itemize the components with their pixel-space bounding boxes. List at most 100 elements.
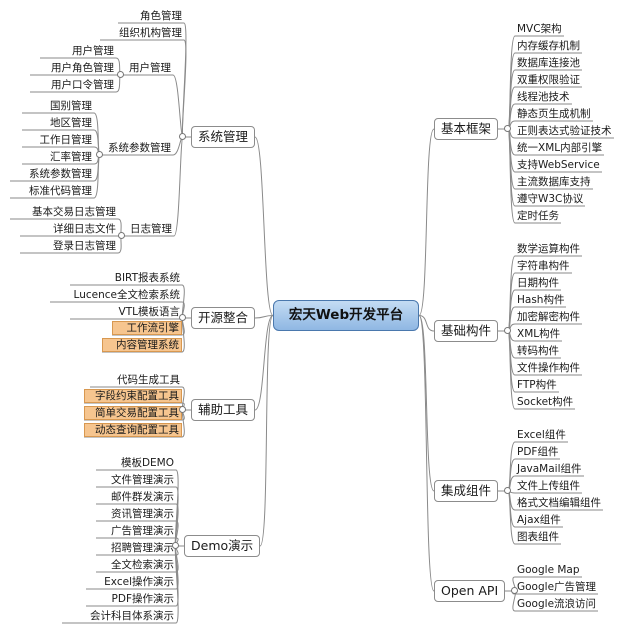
branch-junction xyxy=(179,314,186,321)
leaf-file-demo[interactable]: 文件管理演示 xyxy=(111,474,174,486)
leaf-template-demo[interactable]: 模板DEMO xyxy=(120,457,174,469)
leaf-xml[interactable]: XML构件 xyxy=(517,328,561,340)
branch-junction xyxy=(504,327,511,334)
leaf-date[interactable]: 日期构件 xyxy=(517,277,559,289)
leaf-org-admin[interactable]: 组织机构管理 xyxy=(119,27,182,39)
branch-junction xyxy=(117,71,124,78)
leaf-google-map[interactable]: Google Map xyxy=(517,564,580,576)
leaf-simple-tx[interactable]: 简单交易配置工具 xyxy=(84,406,182,420)
branch-junction xyxy=(96,151,103,158)
group-sys-params[interactable]: 系统参数管理 xyxy=(108,142,171,154)
leaf-doc-editor[interactable]: 格式文档编辑组件 xyxy=(517,497,601,509)
branch-integration[interactable]: 集成组件 xyxy=(434,480,499,502)
leaf-dynamic-query[interactable]: 动态查询配置工具 xyxy=(84,423,182,437)
leaf-socket[interactable]: Socket构件 xyxy=(517,396,574,408)
leaf-webservice[interactable]: 支持WebService xyxy=(517,159,600,171)
leaf-basic-tx-log[interactable]: 基本交易日志管理 xyxy=(32,206,116,218)
root-node[interactable]: 宏天Web开发平台 xyxy=(273,300,419,331)
connector xyxy=(100,39,187,138)
leaf-ftp[interactable]: FTP构件 xyxy=(517,379,557,391)
leaf-user-password-admin[interactable]: 用户口令管理 xyxy=(51,79,114,91)
branch-junction xyxy=(504,125,511,132)
leaf-regex[interactable]: 正则表达式验证技术 xyxy=(517,125,612,137)
leaf-codegen[interactable]: 代码生成工具 xyxy=(117,374,180,386)
leaf-detail-log[interactable]: 详细日志文件 xyxy=(53,223,116,235)
leaf-accounting-demo[interactable]: 会计科目体系演示 xyxy=(90,610,174,622)
leaf-hash[interactable]: Hash构件 xyxy=(517,294,565,306)
leaf-dual-auth[interactable]: 双重权限验证 xyxy=(517,74,580,86)
connector xyxy=(128,136,184,237)
leaf-file-ops[interactable]: 文件操作构件 xyxy=(517,362,580,374)
leaf-workflow-engine[interactable]: 工作流引擎 xyxy=(112,321,182,335)
leaf-workday-admin[interactable]: 工作日管理 xyxy=(39,134,93,146)
connector xyxy=(254,136,274,316)
connector xyxy=(254,315,274,411)
branch-basic-framework[interactable]: 基本框架 xyxy=(434,118,499,140)
leaf-math[interactable]: 数学运算构件 xyxy=(517,243,580,255)
leaf-ajax[interactable]: Ajax组件 xyxy=(517,514,561,526)
leaf-region-admin[interactable]: 地区管理 xyxy=(50,117,92,129)
leaf-google-ads[interactable]: Google广告管理 xyxy=(517,581,597,593)
leaf-vtl[interactable]: VTL模板语言 xyxy=(118,306,180,318)
leaf-field-constraint[interactable]: 字段约束配置工具 xyxy=(84,389,182,403)
leaf-std-code-admin[interactable]: 标准代码管理 xyxy=(29,185,92,197)
leaf-memory-cache[interactable]: 内存缓存机制 xyxy=(517,40,580,52)
connector xyxy=(418,315,435,492)
leaf-login-log[interactable]: 登录日志管理 xyxy=(53,240,116,252)
leaf-crypto[interactable]: 加密解密构件 xyxy=(517,311,580,323)
leaf-string[interactable]: 字符串构件 xyxy=(517,260,570,272)
leaf-user-admin[interactable]: 用户管理 xyxy=(72,45,114,57)
leaf-ad-demo[interactable]: 广告管理演示 xyxy=(111,525,174,537)
leaf-chart[interactable]: 图表组件 xyxy=(517,531,559,543)
branch-aux-tools[interactable]: 辅助工具 xyxy=(191,399,256,421)
leaf-javamail[interactable]: JavaMail组件 xyxy=(517,463,582,475)
connector xyxy=(418,128,435,316)
leaf-sys-param-admin[interactable]: 系统参数管理 xyxy=(29,168,92,180)
branch-junction xyxy=(172,542,179,549)
leaf-role-admin[interactable]: 角色管理 xyxy=(140,10,182,22)
leaf-pdf[interactable]: PDF组件 xyxy=(517,446,559,458)
connector xyxy=(507,330,575,410)
branch-junction xyxy=(504,487,511,494)
leaf-lucence[interactable]: Lucence全文检索系统 xyxy=(73,289,180,301)
leaf-w3c[interactable]: 遵守W3C协议 xyxy=(517,193,584,205)
branch-demo[interactable]: Demo演示 xyxy=(184,535,261,557)
connector xyxy=(259,315,274,547)
branch-system-admin[interactable]: 系统管理 xyxy=(191,126,256,148)
leaf-xml-engine[interactable]: 统一XML内部引擎 xyxy=(517,142,603,154)
leaf-mail-demo[interactable]: 邮件群发演示 xyxy=(111,491,174,503)
leaf-cms[interactable]: 内容管理系统 xyxy=(102,338,182,352)
branch-junction xyxy=(179,133,186,140)
leaf-recruit-demo[interactable]: 招聘管理演示 xyxy=(111,542,174,554)
leaf-exchange-rate-admin[interactable]: 汇率管理 xyxy=(50,151,92,163)
leaf-excel-demo[interactable]: Excel操作演示 xyxy=(104,576,174,588)
leaf-google-traffic[interactable]: Google流浪访问 xyxy=(517,598,597,610)
leaf-mvc[interactable]: MVC架构 xyxy=(517,23,562,35)
leaf-fulltext-demo[interactable]: 全文检索演示 xyxy=(111,559,174,571)
leaf-upload[interactable]: 文件上传组件 xyxy=(517,480,580,492)
connector xyxy=(507,128,561,224)
group-log-admin[interactable]: 日志管理 xyxy=(130,223,172,235)
leaf-country-admin[interactable]: 国别管理 xyxy=(50,100,92,112)
branch-junction xyxy=(179,406,186,413)
leaf-mainstream-db[interactable]: 主流数据库支持 xyxy=(517,176,591,188)
leaf-scheduled-task[interactable]: 定时任务 xyxy=(517,210,559,222)
connector xyxy=(418,315,435,332)
leaf-birt[interactable]: BIRT报表系统 xyxy=(114,272,180,284)
branch-open-source[interactable]: 开源整合 xyxy=(191,307,256,329)
connector xyxy=(127,74,184,138)
branch-base-components[interactable]: 基础构件 xyxy=(434,320,499,342)
branch-open-api[interactable]: Open API xyxy=(434,580,506,602)
leaf-db-pool[interactable]: 数据库连接池 xyxy=(517,57,580,69)
connector xyxy=(254,315,274,319)
leaf-static-page[interactable]: 静态页生成机制 xyxy=(517,108,591,120)
leaf-transcode[interactable]: 转码构件 xyxy=(517,345,559,357)
leaf-pdf-demo[interactable]: PDF操作演示 xyxy=(111,593,174,605)
leaf-excel[interactable]: Excel组件 xyxy=(517,429,566,441)
leaf-thread-pool[interactable]: 线程池技术 xyxy=(517,91,570,103)
group-user-admin[interactable]: 用户管理 xyxy=(129,62,171,74)
branch-junction xyxy=(511,587,518,594)
leaf-user-role-admin[interactable]: 用户角色管理 xyxy=(51,62,114,74)
leaf-news-demo[interactable]: 资讯管理演示 xyxy=(111,508,174,520)
branch-junction xyxy=(118,232,125,239)
